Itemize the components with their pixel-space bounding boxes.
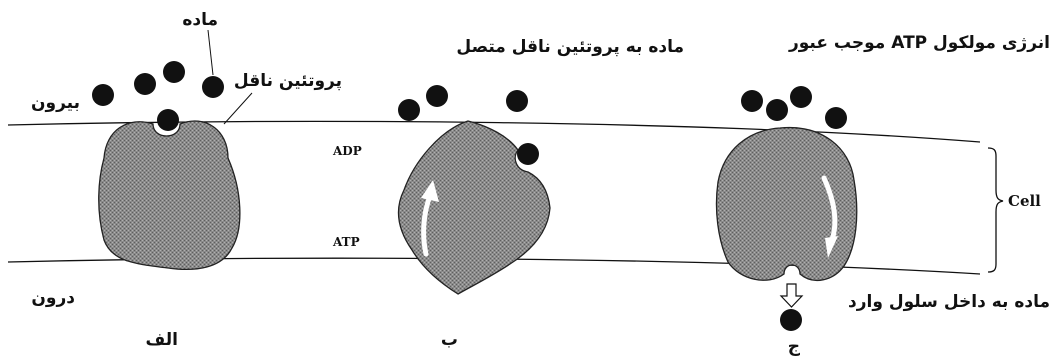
substance-molecule — [134, 73, 156, 95]
substance-molecule — [426, 85, 448, 107]
substance-molecule — [517, 143, 539, 165]
label-adp: ADP — [332, 144, 362, 158]
carrier-protein-b — [397, 120, 551, 295]
substance-molecule — [506, 90, 528, 112]
panel-a: ماده پروتئین ناقل بیرون درون الف — [31, 10, 342, 350]
substance-molecule — [157, 109, 179, 131]
rotation-arrow-icon — [421, 193, 433, 257]
panel-b: ADP ATP ماده به پروتئین ناقل متصل ب — [332, 37, 684, 350]
label-substance-binds: ماده به پروتئین ناقل متصل — [456, 37, 684, 57]
membrane-brace — [987, 147, 1004, 273]
pointer-line-substance — [207, 29, 214, 76]
label-atp-b: ATP — [332, 235, 360, 249]
substance-molecule — [163, 61, 185, 83]
panel-label-b: ب — [441, 330, 458, 350]
label-substance-enters: ماده به داخل سلول وارد — [848, 292, 1050, 312]
rotation-arrowhead-icon — [421, 180, 439, 202]
label-cell: Cell — [1008, 192, 1041, 210]
panel-label-a: الف — [146, 330, 178, 350]
panel-label-c: ج — [788, 337, 801, 357]
carrier-protein-c — [715, 126, 858, 282]
pointer-line-carrier — [223, 92, 253, 125]
rotation-arrow-icon — [821, 175, 838, 243]
carrier-protein-a — [98, 120, 241, 271]
label-substance: ماده — [182, 10, 218, 30]
substance-molecule — [398, 99, 420, 121]
rotation-arrowhead-icon — [825, 236, 838, 258]
label-inside: درون — [31, 288, 75, 308]
panel-c: انرژی مولکول ATP موجب عبور ماده به داخل … — [715, 33, 1050, 357]
substance-molecule — [92, 84, 114, 106]
substance-molecule — [790, 86, 812, 108]
label-outside: بیرون — [31, 93, 80, 113]
substance-molecule — [741, 90, 763, 112]
substance-molecule — [825, 107, 847, 129]
label-carrier-protein: پروتئین ناقل — [234, 71, 342, 91]
substance-molecule — [780, 309, 802, 331]
label-atp-energy: انرژی مولکول ATP موجب عبور — [788, 33, 1050, 53]
down-arrow-icon — [779, 283, 804, 308]
substance-molecule — [202, 76, 224, 98]
substance-molecule — [766, 99, 788, 121]
